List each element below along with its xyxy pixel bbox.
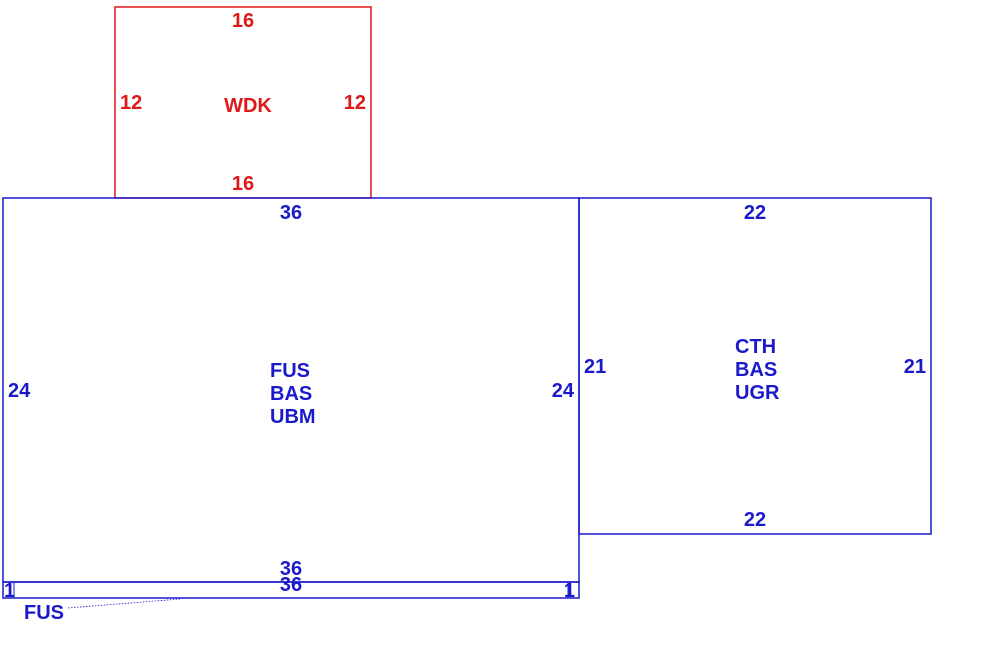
garage-code-1: CTH [735,336,776,358]
main-code-3: UBM [270,406,316,428]
strip-dim-left: 1 [4,580,15,602]
garage-dim-top: 22 [744,202,766,224]
main-dim-bottom: 36 [280,558,302,580]
deck-dim-left: 12 [120,92,142,114]
main-code-1: FUS [270,360,310,382]
garage-dim-bottom: 22 [744,509,766,531]
strip-outline [2,581,580,599]
deck-dim-bottom: 16 [232,173,254,195]
garage-section: 22 22 21 21 CTH BAS UGR [578,197,932,535]
main-dim-right: 24 [552,380,575,402]
garage-dim-right: 21 [904,356,926,378]
garage-outline [578,197,932,535]
main-code-2: BAS [270,383,312,405]
strip-dim-right: 1 [564,580,575,602]
deck-dim-top: 16 [232,10,254,32]
deck-dim-right: 12 [344,92,366,114]
garage-code-3: UGR [735,382,780,404]
strip-leader-line [67,598,181,609]
deck-section: 16 16 12 12 WDK [114,6,372,199]
main-section: 36 36 24 24 FUS BAS UBM [2,197,580,583]
deck-code: WDK [224,95,272,117]
main-dim-left: 24 [8,380,31,402]
strip-dim-bottom: 36 [280,574,302,596]
strip-code: FUS [24,602,64,624]
strip-section: 36 1 1 FUS [2,574,580,624]
garage-code-2: BAS [735,359,777,381]
garage-dim-left: 21 [584,356,606,378]
main-dim-top: 36 [280,202,302,224]
